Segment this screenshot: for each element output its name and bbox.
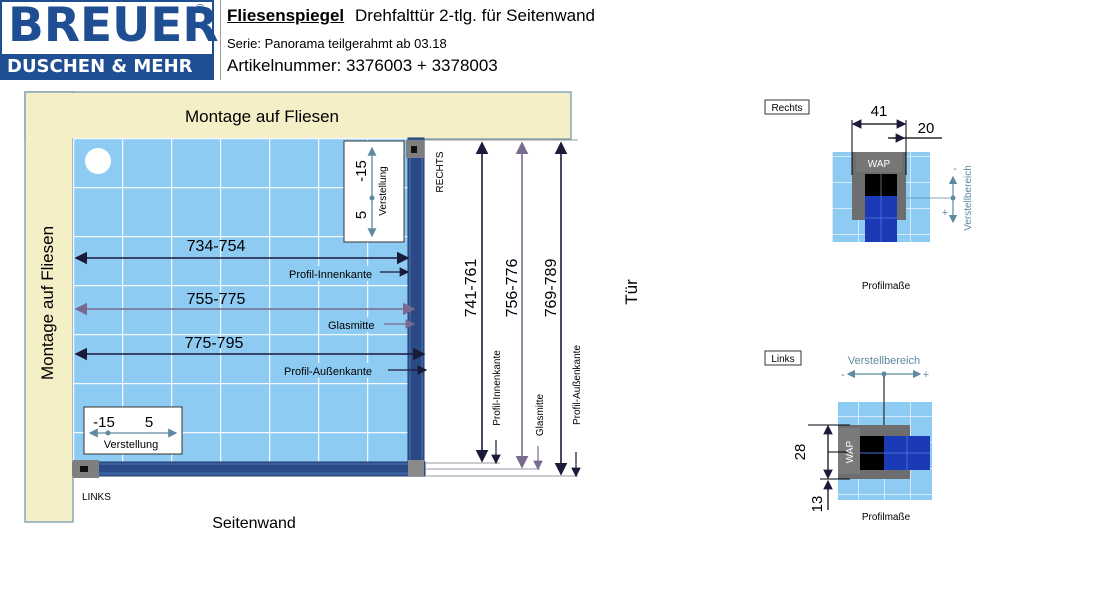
- vdim-2-value: 756-776: [504, 259, 521, 318]
- label-bottom-wall: Seitenwand: [212, 515, 296, 532]
- right-profile-inner: [411, 141, 421, 471]
- header-divider: [220, 0, 221, 80]
- detail-left-dim-a: 28: [792, 444, 809, 461]
- vdim-3-value: 769-789: [543, 259, 560, 318]
- adj-left-value-b: 5: [145, 414, 153, 431]
- detail-right-tag: Rechts: [771, 103, 802, 114]
- hdim-2-label-bg: [326, 317, 384, 332]
- vdim-profil-innenkante: [475, 141, 501, 465]
- adj-right-label: Verstellung: [378, 166, 389, 215]
- wall-fill: [26, 93, 570, 138]
- vdim-2-label: Glasmitte: [535, 393, 546, 436]
- detail-left-caption: Profilmaße: [862, 512, 911, 523]
- detail-right-dim-a: 41: [871, 103, 888, 120]
- label-door: Tür: [622, 279, 641, 305]
- doc-title: Drehfalttür 2-tlg. für Seitenwand: [355, 6, 596, 25]
- label-top-wall: Montage auf Fliesen: [185, 107, 339, 126]
- logo-registered-mark: ®: [196, 3, 205, 15]
- detail-left: [764, 350, 932, 510]
- adj-right-value-b: 5: [353, 211, 370, 219]
- detail-right-minus: -: [953, 163, 957, 175]
- wall-left: [24, 91, 74, 523]
- hdim-2-label: Glasmitte: [328, 320, 374, 332]
- hdim-3-label: Profil-Außenkante: [284, 366, 372, 378]
- vdim-1-label: Profil-Innenkante: [492, 350, 503, 426]
- hdim-1-label: Profil-Innenkante: [289, 269, 372, 281]
- detail-right-dim-b: 20: [918, 120, 935, 137]
- doc-article-number: Artikelnummer: 3376003 + 3378003: [227, 56, 498, 75]
- adj-left-label: Verstellung: [104, 439, 158, 451]
- detail-right-plus: +: [942, 207, 948, 219]
- detail-right: [764, 99, 958, 242]
- detail-left-plus: +: [923, 369, 929, 381]
- left-profile-inner: [74, 465, 424, 472]
- detail-left-minus: -: [841, 369, 845, 381]
- hdim-2-value: 755-775: [187, 291, 246, 308]
- vdim-1-value: 741-761: [463, 259, 480, 318]
- detail-right-caption: Profilmaße: [862, 281, 911, 292]
- label-links: LINKS: [82, 492, 111, 503]
- vdim-profil-aussenkante: [554, 141, 581, 478]
- hdim-1-label-bg: [287, 266, 405, 281]
- adjustment-box-right: [343, 140, 405, 243]
- doc-title-key: Fliesenspiegel: [227, 6, 345, 25]
- detail-left-tag: Links: [771, 354, 794, 365]
- left-mount-hole: [80, 466, 88, 472]
- drain-icon: [85, 148, 111, 174]
- doc-series: Serie: Panorama teilgerahmt ab 03.18: [227, 36, 447, 51]
- adjustment-box-left: [83, 406, 183, 455]
- hdim-3-value: 775-795: [185, 335, 244, 352]
- logo-wordmark: BREUER: [8, 0, 219, 53]
- adj-right-value-a: -15: [353, 160, 370, 182]
- adj-left-value-a: -15: [93, 414, 115, 431]
- logo-tagline: DUSCHEN & MEHR: [7, 56, 193, 77]
- detail-left-range: Verstellbereich: [848, 355, 920, 367]
- hdim-3-label-bg: [282, 363, 388, 378]
- corner-block: [408, 460, 424, 476]
- detail-right-range: Verstellbereich: [963, 165, 974, 231]
- right-mount-hole: [411, 146, 417, 153]
- detail-left-wap: WAP: [845, 440, 856, 463]
- detail-right-wap: WAP: [868, 159, 891, 170]
- vdim-glasmitte: [515, 141, 543, 471]
- detail-left-dim-b: 13: [809, 496, 826, 513]
- logo-bar: [2, 54, 212, 78]
- label-rechts: RECHTS: [435, 151, 446, 192]
- brand-logo: BREUER ® DUSCHEN & MEHR: [0, 0, 219, 80]
- vdim-3-label: Profil-Außenkante: [572, 345, 583, 425]
- label-left-wall: Montage auf Fliesen: [38, 226, 57, 380]
- hdim-1-value: 734-754: [187, 238, 246, 255]
